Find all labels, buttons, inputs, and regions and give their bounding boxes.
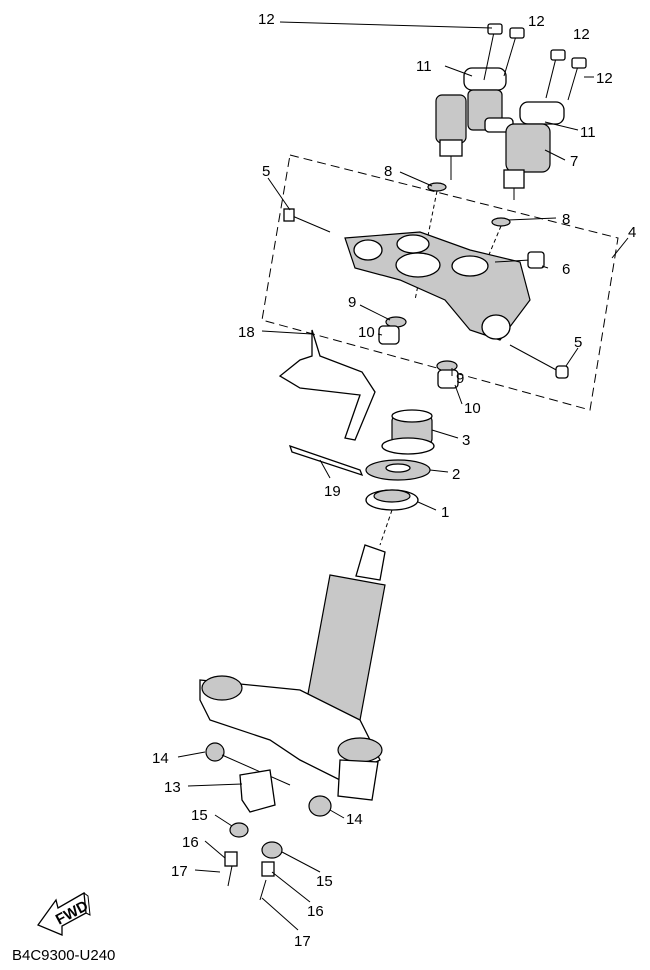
callout-14a: 14 — [152, 750, 169, 767]
callout-11b: 11 — [580, 124, 596, 141]
callout-10b: 10 — [464, 400, 481, 417]
callout-11a: 11 — [416, 58, 432, 75]
bracket-18 — [278, 329, 376, 441]
callout-13: 13 — [164, 779, 181, 796]
ring-nut-3 — [381, 409, 435, 455]
callout-5a: 5 — [262, 163, 270, 180]
washer-8-left — [427, 182, 447, 192]
callout-2: 2 — [452, 466, 460, 483]
callout-3: 3 — [462, 432, 470, 449]
callout-15a: 15 — [191, 807, 208, 824]
callout-17b: 17 — [294, 933, 311, 950]
callout-12b: 12 — [528, 13, 545, 30]
bolts-12 — [483, 23, 587, 101]
callout-12d: 12 — [596, 70, 613, 87]
assembly-group-outline — [261, 154, 619, 411]
bearing-1 — [365, 489, 419, 511]
band-19 — [288, 444, 364, 477]
callout-1: 1 — [441, 504, 449, 521]
callout-12a: 12 — [258, 11, 275, 28]
callout-12c: 12 — [573, 26, 590, 43]
callout-6: 6 — [562, 261, 570, 278]
callout-15b: 15 — [316, 873, 333, 890]
callout-16b: 16 — [307, 903, 324, 920]
callout-7: 7 — [570, 153, 578, 170]
handlebar-holder-left — [435, 67, 514, 180]
washer-8-right — [491, 217, 511, 227]
handlebar-holder-right — [503, 101, 565, 200]
callout-8a: 8 — [384, 163, 392, 180]
fwd-arrow-icon: FWD — [36, 891, 91, 936]
under-bracket — [199, 544, 386, 801]
diagram-code: B4C9300-U240 — [12, 947, 115, 964]
callout-8b: 8 — [562, 211, 570, 228]
callout-4: 4 — [628, 224, 636, 241]
bracket-13 — [239, 769, 276, 813]
callout-18: 18 — [238, 324, 255, 341]
callout-5b: 5 — [574, 334, 582, 351]
callout-14b: 14 — [346, 811, 363, 828]
callout-17a: 17 — [171, 863, 188, 880]
callout-9a: 9 — [348, 294, 356, 311]
callout-10a: 10 — [358, 324, 375, 341]
leader-lines — [177, 21, 629, 931]
upper-bracket — [344, 231, 531, 341]
callout-9b: 9 — [456, 370, 464, 387]
callout-16a: 16 — [182, 834, 199, 851]
callout-19: 19 — [324, 483, 341, 500]
